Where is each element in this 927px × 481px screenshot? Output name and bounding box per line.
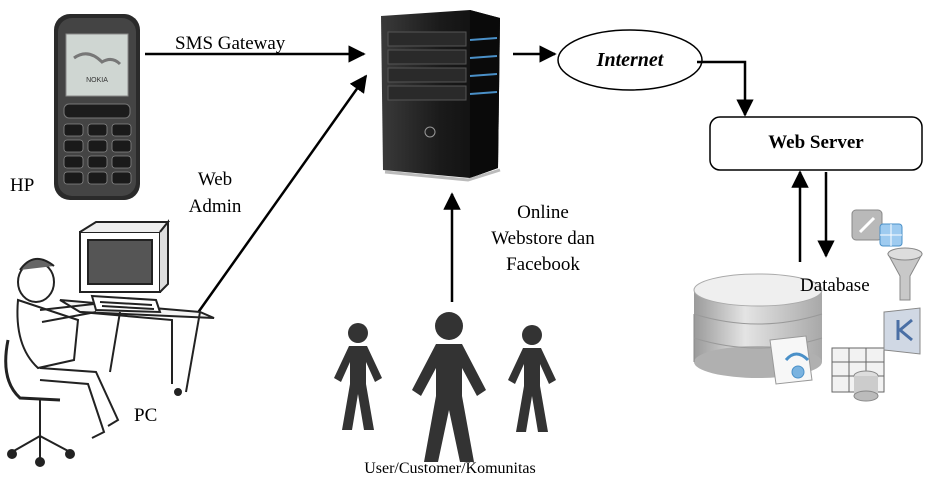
pc-person-icon [4, 219, 215, 467]
phone-brand-text: NOKIA [86, 77, 108, 84]
online-label-line3: Facebook [506, 254, 580, 275]
database-label: Database [800, 275, 870, 296]
web-server-box [709, 116, 923, 171]
users-label: User/Customer/Komunitas [364, 460, 536, 477]
person-right-icon [508, 325, 556, 432]
phone-icon: NOKIA [54, 14, 140, 200]
web-admin-label-line2: Admin [188, 196, 242, 217]
web-server-label: Web Server [768, 132, 864, 153]
internet-ellipse [557, 29, 703, 91]
arrow-pc-to-server [195, 74, 368, 315]
server-icon [381, 10, 501, 182]
hp-label: HP [10, 175, 35, 196]
internet-label: Internet [596, 49, 664, 71]
web-admin-label-line1: Web [197, 169, 233, 190]
users-icon [334, 312, 556, 462]
pc-label: PC [134, 405, 158, 426]
database-icon [693, 209, 923, 402]
online-label-line1: Online [517, 202, 569, 223]
person-left-icon [334, 323, 382, 430]
sms-gateway-label: SMS Gateway [175, 33, 286, 54]
online-label-line2: Webstore dan [491, 228, 595, 249]
person-middle-icon [412, 312, 486, 462]
arrow-internet-to-webserver [697, 60, 754, 117]
